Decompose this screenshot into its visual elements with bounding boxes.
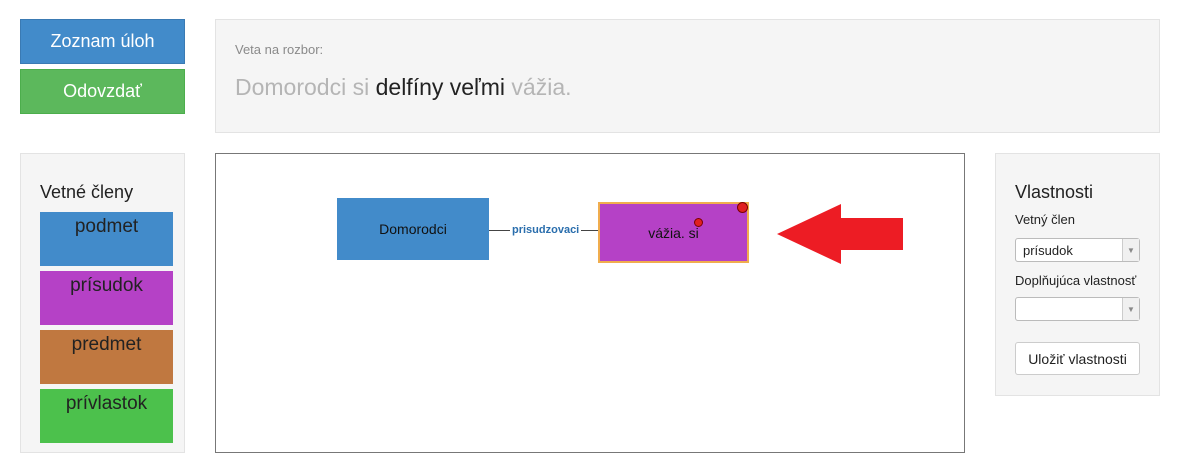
sentence-members-panel: Vetné členy podmet prísudok predmet prív… [20, 153, 185, 453]
arrow-left-shape [777, 204, 903, 264]
arrow-left-icon [777, 204, 903, 264]
edge-label[interactable]: prisudzovaci [510, 223, 582, 237]
node-connect-handle[interactable] [694, 218, 703, 227]
task-list-button[interactable]: Zoznam úloh [20, 19, 185, 64]
member-prisudok[interactable]: prísudok [40, 271, 173, 325]
diagram-canvas[interactable]: prisudzovaci Domorodci vážia. si [215, 153, 965, 453]
extra-property-label: Doplňujúca vlastnosť [1015, 273, 1137, 288]
extra-property-select[interactable]: ▼ [1015, 297, 1140, 321]
node-vazia-si[interactable]: vážia. si [598, 202, 749, 263]
submit-button[interactable]: Odovzdať [20, 69, 185, 114]
member-select-label: Vetný člen [1015, 212, 1075, 227]
save-properties-button[interactable]: Uložiť vlastnosti [1015, 342, 1140, 375]
node-resize-handle[interactable] [737, 202, 748, 213]
member-podmet[interactable]: podmet [40, 212, 173, 266]
sentence-word-1: Domorodci si [235, 74, 376, 100]
sentence-word-highlighted: delfíny veľmi [375, 74, 506, 100]
sentence-word-3: vážia. [505, 74, 572, 100]
properties-title: Vlastnosti [1015, 182, 1094, 202]
sentence-text: Domorodci si delfíny veľmi vážia. [235, 74, 572, 101]
member-select-value: prísudok [1023, 243, 1073, 258]
member-select[interactable]: prísudok ▼ [1015, 238, 1140, 262]
properties-panel: Vlastnosti Vetný člen prísudok ▼ Doplňuj… [995, 153, 1160, 396]
node-label: vážia. si [648, 224, 699, 241]
chevron-down-icon: ▼ [1122, 298, 1139, 320]
sentence-panel: Veta na rozbor: Domorodci si delfíny veľ… [215, 19, 1160, 133]
chevron-down-icon: ▼ [1122, 239, 1139, 261]
sentence-label: Veta na rozbor: [235, 42, 324, 57]
node-domorodci[interactable]: Domorodci [337, 198, 489, 260]
member-privlastok[interactable]: prívlastok [40, 389, 173, 443]
node-label: Domorodci [379, 221, 447, 237]
members-panel-title: Vetné členy [40, 182, 134, 202]
member-predmet[interactable]: predmet [40, 330, 173, 384]
